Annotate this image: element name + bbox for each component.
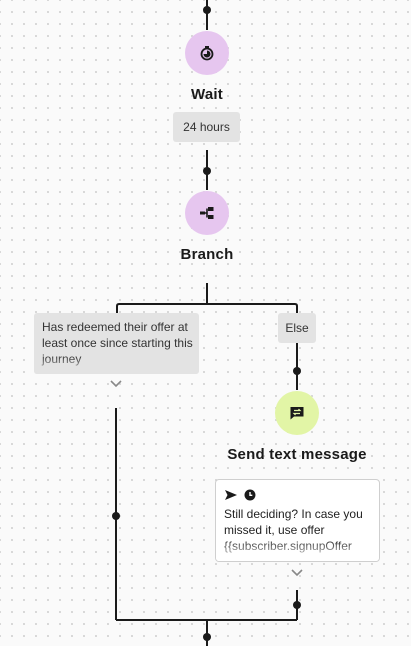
- wait-duration-chip[interactable]: 24 hours: [173, 112, 240, 142]
- sms-node-icon-button[interactable]: [275, 391, 319, 435]
- branch-node-icon-button[interactable]: [185, 191, 229, 235]
- expand-message-chevron-icon[interactable]: [290, 568, 304, 578]
- connector-dot: [203, 633, 211, 641]
- connector-dot: [203, 6, 211, 14]
- connector-dot: [293, 367, 301, 375]
- sms-node-title: Send text message: [227, 446, 367, 463]
- expand-condition-chevron-icon[interactable]: [109, 379, 123, 389]
- message-meta-icons: [224, 488, 371, 502]
- connector-dot: [293, 601, 301, 609]
- branch-node-title: Branch: [180, 246, 234, 263]
- text-fade: [34, 356, 199, 374]
- connector-dot: [112, 512, 120, 520]
- clock-icon: [244, 489, 256, 501]
- wait-node-icon-button[interactable]: [185, 31, 229, 75]
- chat-message-icon: [290, 407, 304, 420]
- wait-node-title: Wait: [191, 86, 223, 103]
- connector-dot: [203, 167, 211, 175]
- else-branch-chip[interactable]: Else: [278, 313, 316, 343]
- stopwatch-icon: [200, 46, 214, 61]
- text-fade: [216, 539, 379, 561]
- sms-message-card[interactable]: Still deciding? In case you missed it, u…: [215, 479, 380, 562]
- send-icon: [225, 490, 237, 500]
- branch-icon: [200, 207, 214, 219]
- branch-condition-card[interactable]: Has redeemed their offer at least once s…: [34, 313, 199, 374]
